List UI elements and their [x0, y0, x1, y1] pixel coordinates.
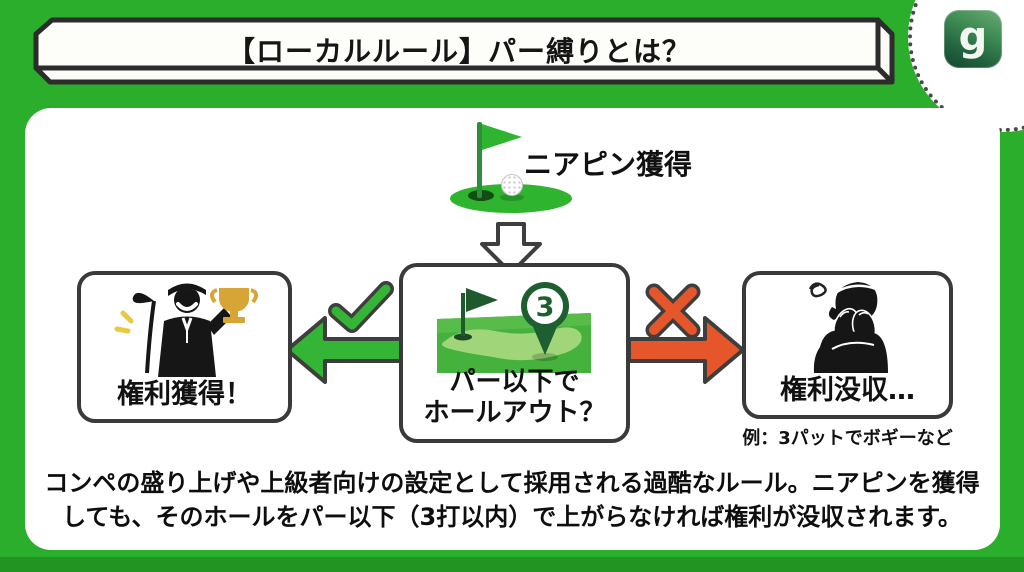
success-box: 権利獲得！	[77, 271, 292, 423]
flag-pole-icon	[477, 122, 482, 198]
flag-icon	[482, 124, 522, 150]
failure-example-caption: 例：3パットでボギーなど	[742, 428, 953, 449]
failure-label: 権利没収…	[780, 375, 915, 406]
cross-icon	[645, 283, 701, 339]
ball-shadow	[500, 194, 524, 201]
winner-golfer-icon	[114, 283, 258, 377]
logo-letter: g	[958, 14, 988, 60]
hole-with-pin-icon: 3	[437, 282, 591, 373]
success-label: 権利獲得！	[117, 379, 252, 410]
golf-ball-icon	[501, 174, 523, 196]
pin-number: 3	[536, 292, 555, 323]
failure-box: 権利没収…	[742, 271, 953, 419]
brand-logo-icon: g	[944, 10, 1002, 68]
failure-arrow	[627, 316, 745, 384]
check-icon	[328, 281, 394, 333]
question-line1: パー以下で	[449, 367, 580, 397]
question-box: 3 パー以下で ホールアウト？	[399, 263, 630, 443]
rule-description: コンペの盛り上げや上級者向けの設定として採用される過酷なルール。ニアピンを獲得 …	[30, 466, 994, 534]
description-line2: しても、そのホールをパー以下（3打以内）で上がらなければ権利が没収されます。	[62, 503, 962, 531]
description-line1: コンペの盛り上げや上級者向けの設定として採用される過酷なルール。ニアピンを獲得	[44, 469, 980, 497]
title-bar-frame	[33, 17, 895, 85]
down-arrow-icon	[480, 222, 542, 275]
question-label: パー以下で ホールアウト？	[403, 367, 626, 429]
bottom-edge-strip	[0, 557, 1024, 572]
trigger-label: ニアピン獲得	[524, 148, 693, 181]
question-line2: ホールアウト？	[423, 398, 606, 428]
sad-golfer-icon	[808, 282, 888, 373]
page-title: 【ローカルルール】パー縛りとは？	[226, 35, 691, 68]
